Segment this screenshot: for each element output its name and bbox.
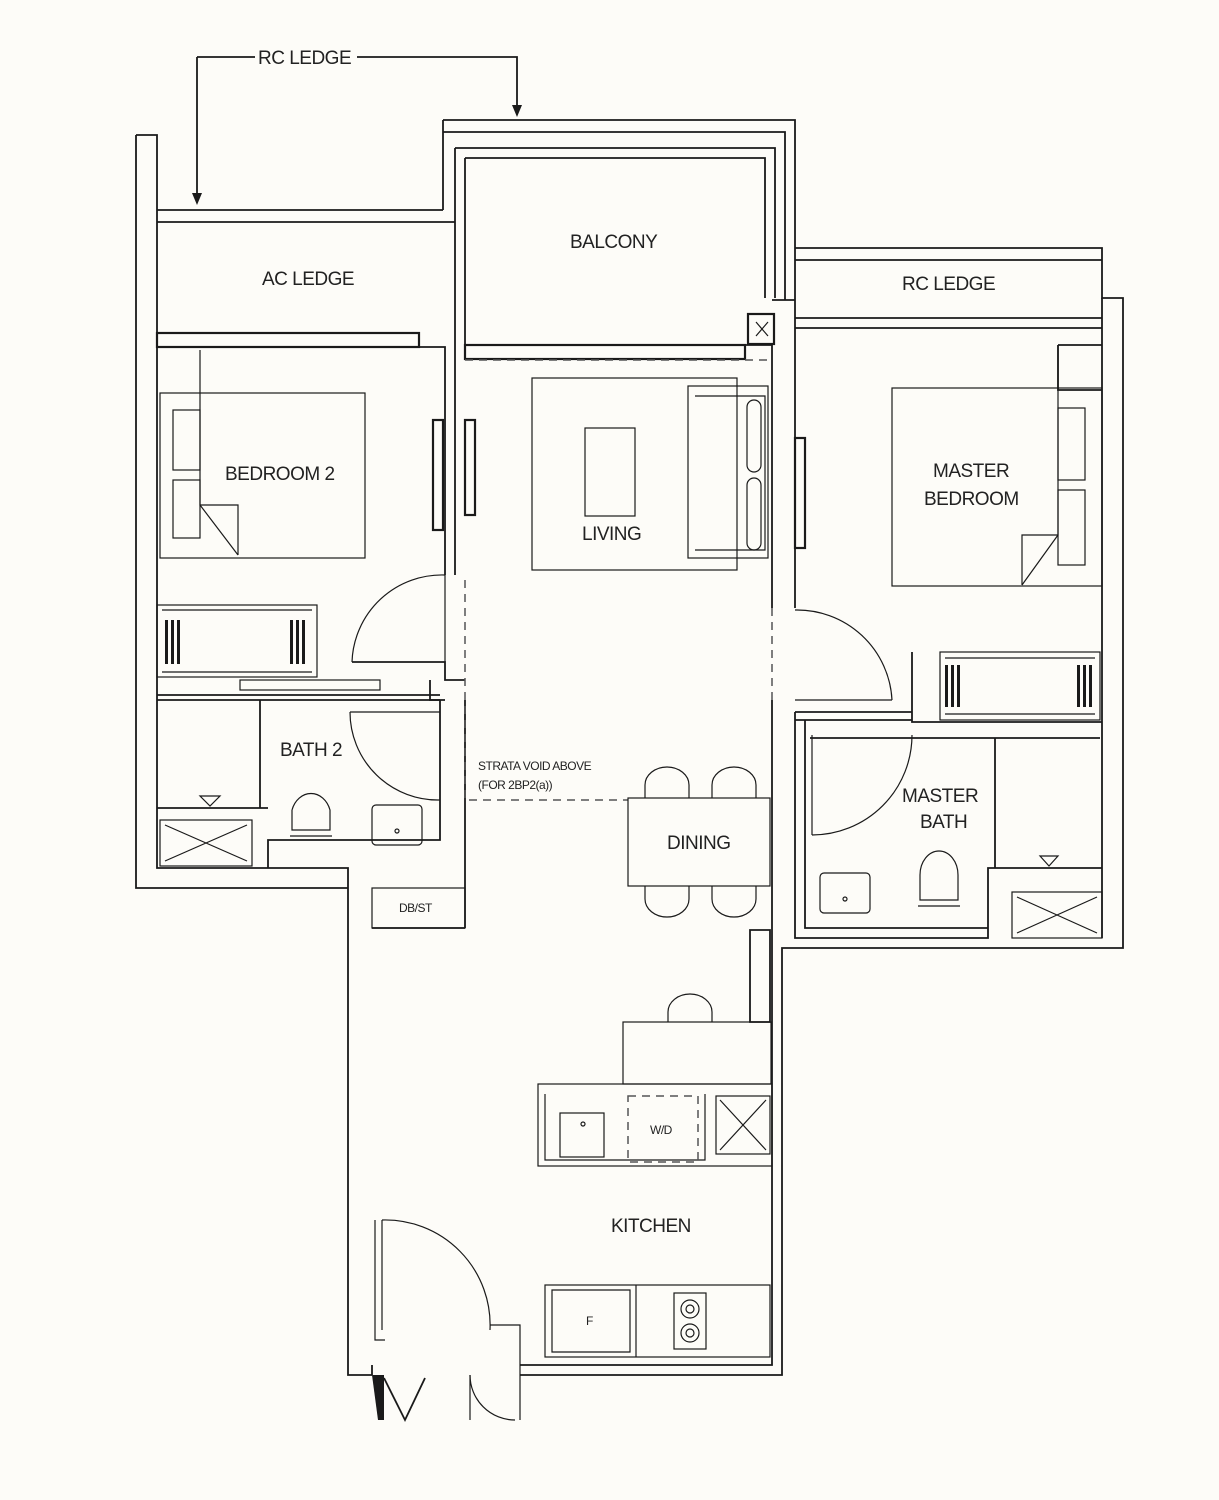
kitchen-furniture — [537, 929, 773, 1358]
label-master-bath-line1: MASTER — [902, 786, 978, 807]
label-rc-ledge-right: RC LEDGE — [902, 274, 995, 295]
room-labels: RC LEDGE AC LEDGE BALCONY RC LEDGE BEDRO… — [225, 48, 1019, 1328]
bedroom2-furniture — [156, 350, 381, 691]
doors — [349, 574, 913, 1423]
strata-void-outline — [464, 359, 773, 801]
interior-walls — [155, 299, 1102, 939]
db-store — [371, 887, 466, 929]
label-dining: DINING — [667, 833, 731, 854]
master-bedroom-furniture — [891, 345, 1103, 721]
outer-walls — [135, 119, 1124, 1376]
label-balcony: BALCONY — [570, 232, 658, 253]
rc-ledge-leader — [192, 56, 522, 205]
label-db-st: DB/ST — [399, 901, 433, 915]
label-ac-ledge: AC LEDGE — [262, 269, 354, 290]
label-rc-ledge-top: RC LEDGE — [258, 48, 351, 69]
bath2-fixtures — [159, 792, 423, 867]
label-master-bedroom-line2: BEDROOM — [924, 489, 1019, 510]
label-kitchen: KITCHEN — [611, 1216, 691, 1237]
label-living: LIVING — [582, 524, 641, 545]
living-furniture — [531, 377, 769, 571]
label-bath2: BATH 2 — [280, 740, 342, 761]
label-master-bedroom-line1: MASTER — [933, 461, 1009, 482]
label-master-bath-line2: BATH — [920, 812, 967, 833]
label-strata-void-line2: (FOR 2BP2(a)) — [478, 778, 553, 792]
label-fridge: F — [586, 1314, 593, 1328]
dining-furniture — [627, 766, 771, 918]
master-bath-fixtures — [819, 850, 1103, 939]
label-strata-void-line1: STRATA VOID ABOVE — [478, 759, 592, 773]
label-bedroom2: BEDROOM 2 — [225, 464, 335, 485]
label-wd: W/D — [650, 1123, 673, 1137]
